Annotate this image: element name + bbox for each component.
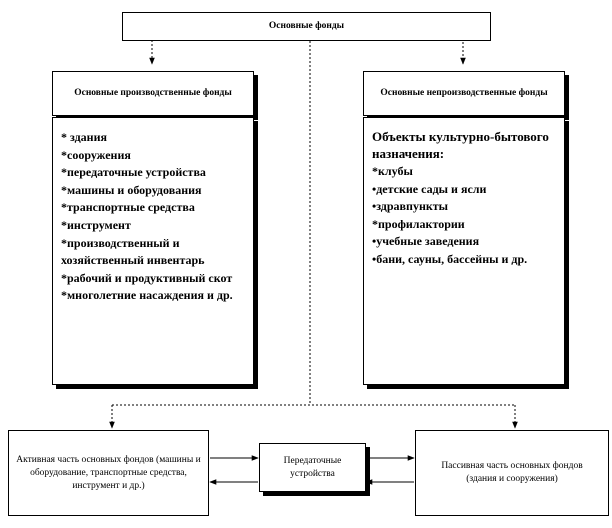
nonproduction-items: *клубы •детские сады и ясли •здравпункты… (372, 163, 556, 269)
nonproduction-item: *клубы (372, 164, 413, 178)
nonproduction-lead: Объекты культурно-бытового назначения: (372, 129, 549, 161)
production-item: * здания (61, 130, 107, 144)
production-item: *машины и оборудования (61, 182, 202, 197)
passive-part-box: Пассивная часть основных фондов (здания … (415, 430, 609, 516)
production-item: *транспортные средства (61, 200, 195, 215)
nonproduction-item: •учебные заведения (372, 234, 480, 249)
nonproduction-item: •бани, сауны, бассейны и др. (372, 251, 528, 266)
production-item: *рабочий и продуктивный скот (61, 270, 233, 285)
production-item: *сооружения (61, 147, 131, 162)
production-item: *многолетние насаждения и др. (61, 288, 233, 303)
nonproduction-item: •здравпункты (372, 199, 449, 214)
root-node: Основные фонды (122, 12, 491, 41)
passive-part-label: Пассивная часть основных фондов (здания … (441, 461, 583, 484)
nonproduction-body: Объекты культурно-бытового назначения: *… (363, 117, 565, 385)
root-label: Основные фонды (268, 21, 345, 31)
transfer-devices-box: Передаточные устройства (259, 443, 366, 492)
production-item: *производственный и хозяйственный инвент… (61, 235, 205, 268)
active-part-label: Активная часть основных фондов (машины и… (16, 454, 201, 491)
nonproduction-item: *профилактории (372, 216, 465, 231)
nonproduction-title: Основные непроизводственные фонды (380, 88, 548, 98)
production-header: Основные производственные фонды (52, 71, 254, 116)
production-item: *передаточные устройства (61, 165, 206, 180)
transfer-devices-label: Передаточные устройства (283, 455, 342, 479)
nonproduction-header: Основные непроизводственные фонды (363, 71, 565, 116)
production-title: Основные производственные фонды (74, 88, 232, 98)
active-part-box: Активная часть основных фондов (машины и… (8, 430, 209, 516)
production-body: * здания *сооружения *передаточные устро… (52, 117, 254, 385)
nonproduction-item: •детские сады и ясли (372, 181, 487, 196)
production-items: * здания *сооружения *передаточные устро… (61, 129, 245, 305)
production-item: *инструмент (61, 217, 131, 232)
